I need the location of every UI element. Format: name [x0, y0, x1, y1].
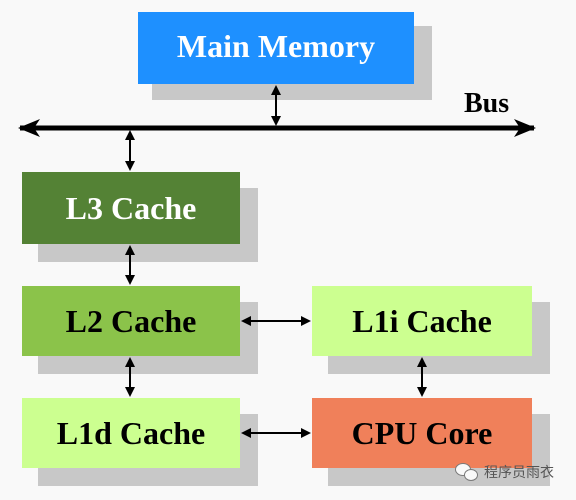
- l1i-cache-node: L1i Cache: [312, 286, 550, 374]
- cpu-core-node: CPU Core: [312, 398, 550, 486]
- cpu-core-label: CPU Core: [352, 415, 493, 451]
- l1d-cache-node: L1d Cache: [22, 398, 258, 486]
- l2-cache-node: L2 Cache: [22, 286, 258, 374]
- l3-cache-node: L3 Cache: [22, 172, 258, 262]
- l2-cache-label: L2 Cache: [66, 303, 197, 339]
- l2-cache-box: [22, 286, 240, 356]
- l1d-cache-label: L1d Cache: [57, 415, 205, 451]
- main-memory-node: Main Memory: [138, 12, 432, 100]
- l1i-cache-box: [312, 286, 532, 356]
- wechat-icon: [455, 463, 479, 481]
- watermark: 程序员雨衣: [455, 462, 554, 482]
- main-memory-box: [138, 12, 414, 84]
- l3-cache-box: [22, 172, 240, 244]
- main-memory-label: Main Memory: [177, 28, 375, 64]
- l3-cache-label: L3 Cache: [66, 190, 197, 226]
- l1i-cache-label: L1i Cache: [352, 303, 492, 339]
- l1d-cache-box: [22, 398, 240, 468]
- watermark-text: 程序员雨衣: [484, 465, 554, 481]
- bus-label: Bus: [464, 88, 509, 119]
- cpu-core-box: [312, 398, 532, 468]
